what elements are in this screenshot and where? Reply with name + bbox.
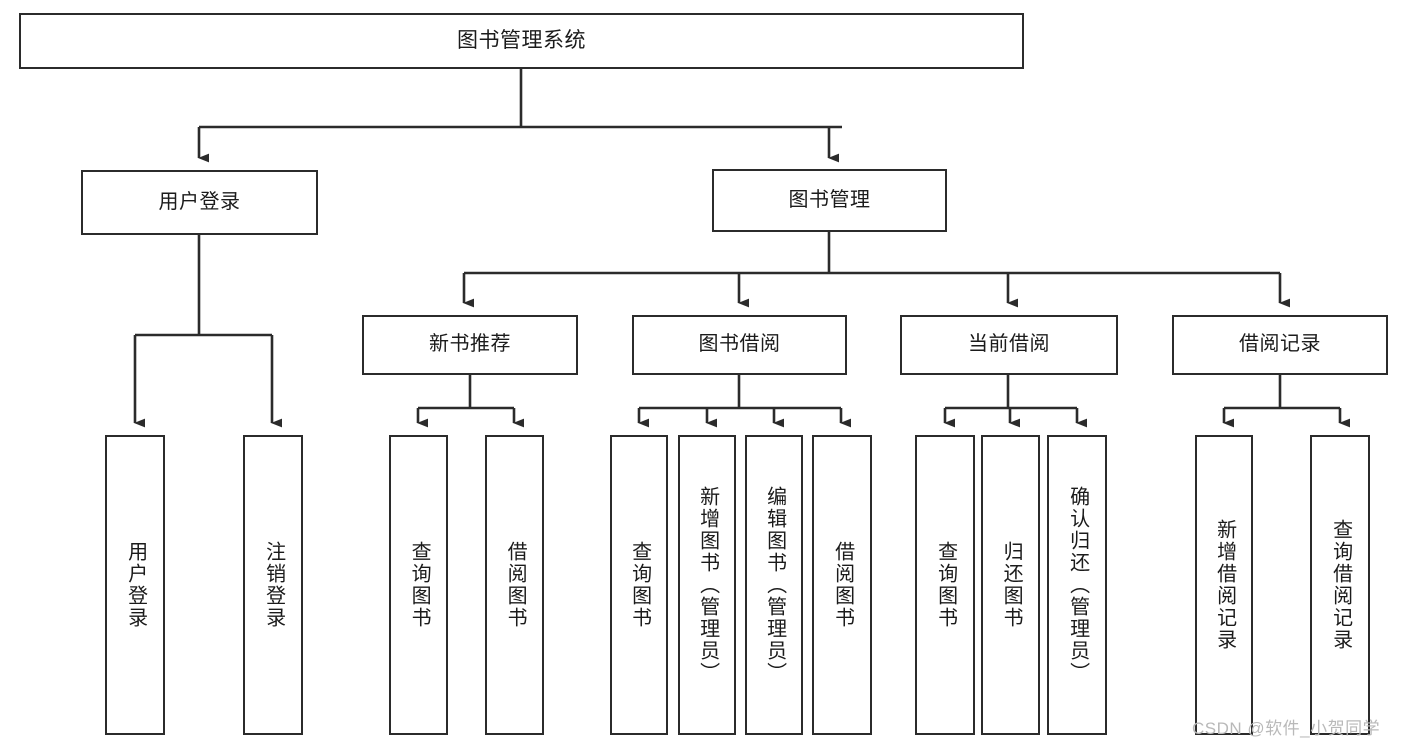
node-label: 借阅记录 <box>1239 333 1321 356</box>
node-book-management[interactable]: 图书管理 <box>712 169 947 232</box>
node-label: 图书借阅 <box>698 333 781 356</box>
node-label: 注销登录 <box>262 541 285 629</box>
leaf-user-login-signin[interactable]: 用户登录 <box>105 435 165 735</box>
leaf-borrow-add-book-admin[interactable]: 新增图书（管理员） <box>678 435 736 735</box>
node-label: 查询图书 <box>628 541 651 629</box>
node-label: 新增图书（管理员） <box>696 486 719 684</box>
leaf-user-login-signout[interactable]: 注销登录 <box>243 435 303 735</box>
leaf-current-confirm-return-admin[interactable]: 确认归还（管理员） <box>1047 435 1107 735</box>
node-new-book-recommend[interactable]: 新书推荐 <box>362 315 578 375</box>
node-book-borrow[interactable]: 图书借阅 <box>632 315 847 375</box>
node-label: 图书管理 <box>788 188 871 211</box>
node-label: 借阅图书 <box>504 541 527 629</box>
node-current-borrow[interactable]: 当前借阅 <box>900 315 1118 375</box>
leaf-record-query-record[interactable]: 查询借阅记录 <box>1310 435 1370 735</box>
watermark: CSDN @软件_小贺同学 <box>1192 719 1381 738</box>
leaf-current-return-book[interactable]: 归还图书 <box>981 435 1040 735</box>
leaf-borrow-edit-book-admin[interactable]: 编辑图书（管理员） <box>745 435 803 735</box>
leaf-borrow-query-book[interactable]: 查询图书 <box>610 435 668 735</box>
node-label: 归还图书 <box>1000 541 1023 629</box>
leaf-record-add-record[interactable]: 新增借阅记录 <box>1195 435 1253 735</box>
node-label: 图书管理系统 <box>457 28 586 52</box>
node-label: 当前借阅 <box>968 333 1050 356</box>
node-label: 查询图书 <box>934 541 957 629</box>
leaf-recommend-query-book[interactable]: 查询图书 <box>389 435 448 735</box>
node-label: 查询借阅记录 <box>1329 519 1352 651</box>
node-root[interactable]: 图书管理系统 <box>19 13 1024 69</box>
leaf-current-query-book[interactable]: 查询图书 <box>915 435 975 735</box>
node-label: 确认归还（管理员） <box>1066 486 1089 684</box>
node-label: 编辑图书（管理员） <box>763 486 786 684</box>
node-borrow-record[interactable]: 借阅记录 <box>1172 315 1388 375</box>
node-user-login[interactable]: 用户登录 <box>81 170 318 235</box>
node-label: 用户登录 <box>124 541 147 629</box>
node-label: 借阅图书 <box>831 541 854 629</box>
node-label: 新书推荐 <box>429 333 511 356</box>
leaf-recommend-borrow-book[interactable]: 借阅图书 <box>485 435 544 735</box>
node-label: 查询图书 <box>408 541 431 629</box>
node-label: 用户登录 <box>158 190 241 213</box>
node-label: 新增借阅记录 <box>1213 519 1236 651</box>
leaf-borrow-borrow-book[interactable]: 借阅图书 <box>812 435 872 735</box>
